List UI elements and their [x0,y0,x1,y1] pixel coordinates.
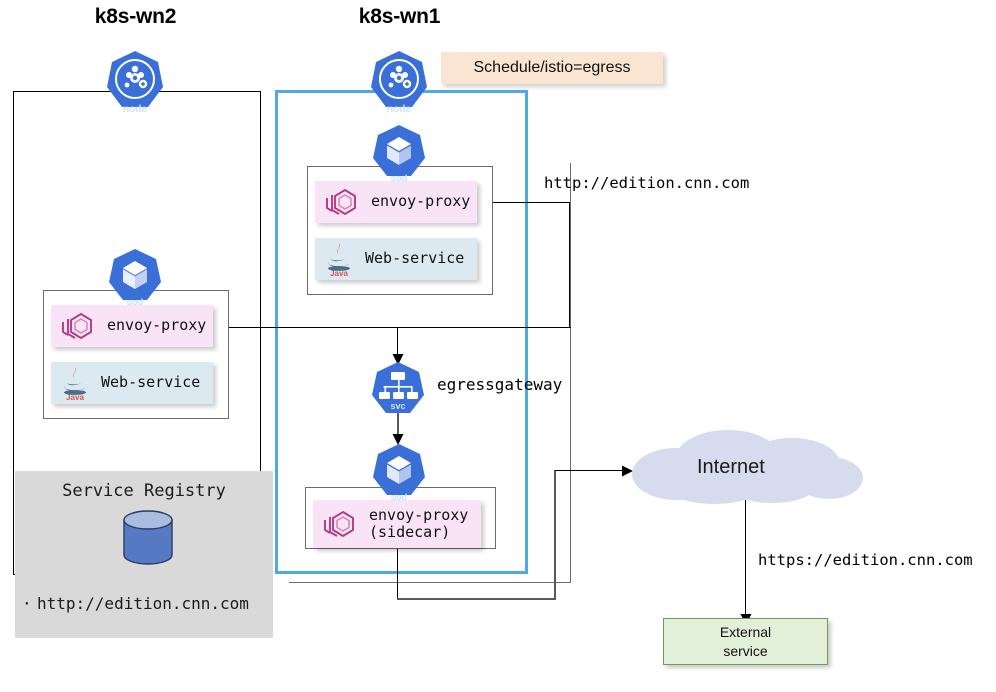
connector-to-internet [555,470,627,472]
envoy-icon [326,188,356,216]
svc-icon: svc [372,362,424,413]
service-envoy-proxy-wn2-label: envoy-proxy [107,316,207,335]
url-http-label: http://edition.cnn.com [544,174,750,192]
registry-entry-bullet: · [22,594,32,613]
pod-icon: pod [109,249,161,307]
service-web-service-wn1: Java Web-service [315,238,477,280]
connector-internet-to-external [745,500,747,618]
envoy-icon [324,510,354,538]
node-title-wn1: k8s-wn1 [358,5,441,28]
node-icon: node [371,51,427,115]
svg-text:node: node [123,104,147,115]
svg-text:pod: pod [127,297,144,307]
external-service-line2: service [723,642,768,659]
database-icon [123,510,173,565]
arrowhead-to-internet [622,465,633,477]
svg-text:pod: pod [391,492,408,502]
svg-text:pod: pod [391,173,408,183]
envoy-icon [62,312,92,340]
egressgateway-label: egressgateway [437,375,563,394]
schedule-label: Schedule/istio=egress [441,52,663,84]
service-envoy-proxy-sidecar: envoy-proxy (sidecar) [313,500,481,548]
java-icon: Java [328,243,350,277]
service-web-service-wn2: Java Web-service [51,362,213,404]
connector-wn2-envoy-to-right [213,327,571,329]
service-envoy-proxy-sidecar-label: envoy-proxy (sidecar) [369,505,469,541]
pod-icon: pod [373,125,425,183]
registry-entry: http://edition.cnn.com [37,594,249,613]
connector-sidecar-down [397,548,399,599]
connector-to-egressgateway [397,328,399,358]
connector-right-vertical [569,202,571,328]
external-service-box: External service [663,618,828,665]
service-envoy-proxy-wn2: envoy-proxy [51,305,213,347]
connector-wn1-envoy-to-right [477,202,570,204]
node-title-wn2: k8s-wn2 [94,5,177,28]
service-web-service-wn1-label: Web-service [365,249,465,268]
connector-svc-to-pod [397,410,399,438]
service-envoy-proxy-wn1: envoy-proxy [315,181,477,223]
svg-text:node: node [387,104,411,115]
connector-sidecar-right [397,598,556,600]
arrowhead-to-egressgateway [392,354,404,365]
url-https-label: https://edition.cnn.com [758,551,973,569]
svg-text:Java: Java [330,269,348,277]
svg-text:Java: Java [66,393,84,401]
internet-label: Internet [697,456,765,478]
service-registry-title: Service Registry [62,481,226,501]
service-envoy-proxy-wn1-label: envoy-proxy [371,192,471,211]
node-icon: node [107,51,163,115]
external-service-line1: External [719,623,772,640]
arrowhead-svc-to-pod [392,434,404,445]
service-web-service-wn2-label: Web-service [101,373,201,392]
java-icon: Java [64,367,86,401]
wn1-outer-frame [289,163,571,583]
svg-text:svc: svc [390,401,405,411]
internet-cloud [632,430,863,504]
pod-icon: pod [373,444,425,502]
connector-up-to-internet [554,470,556,600]
